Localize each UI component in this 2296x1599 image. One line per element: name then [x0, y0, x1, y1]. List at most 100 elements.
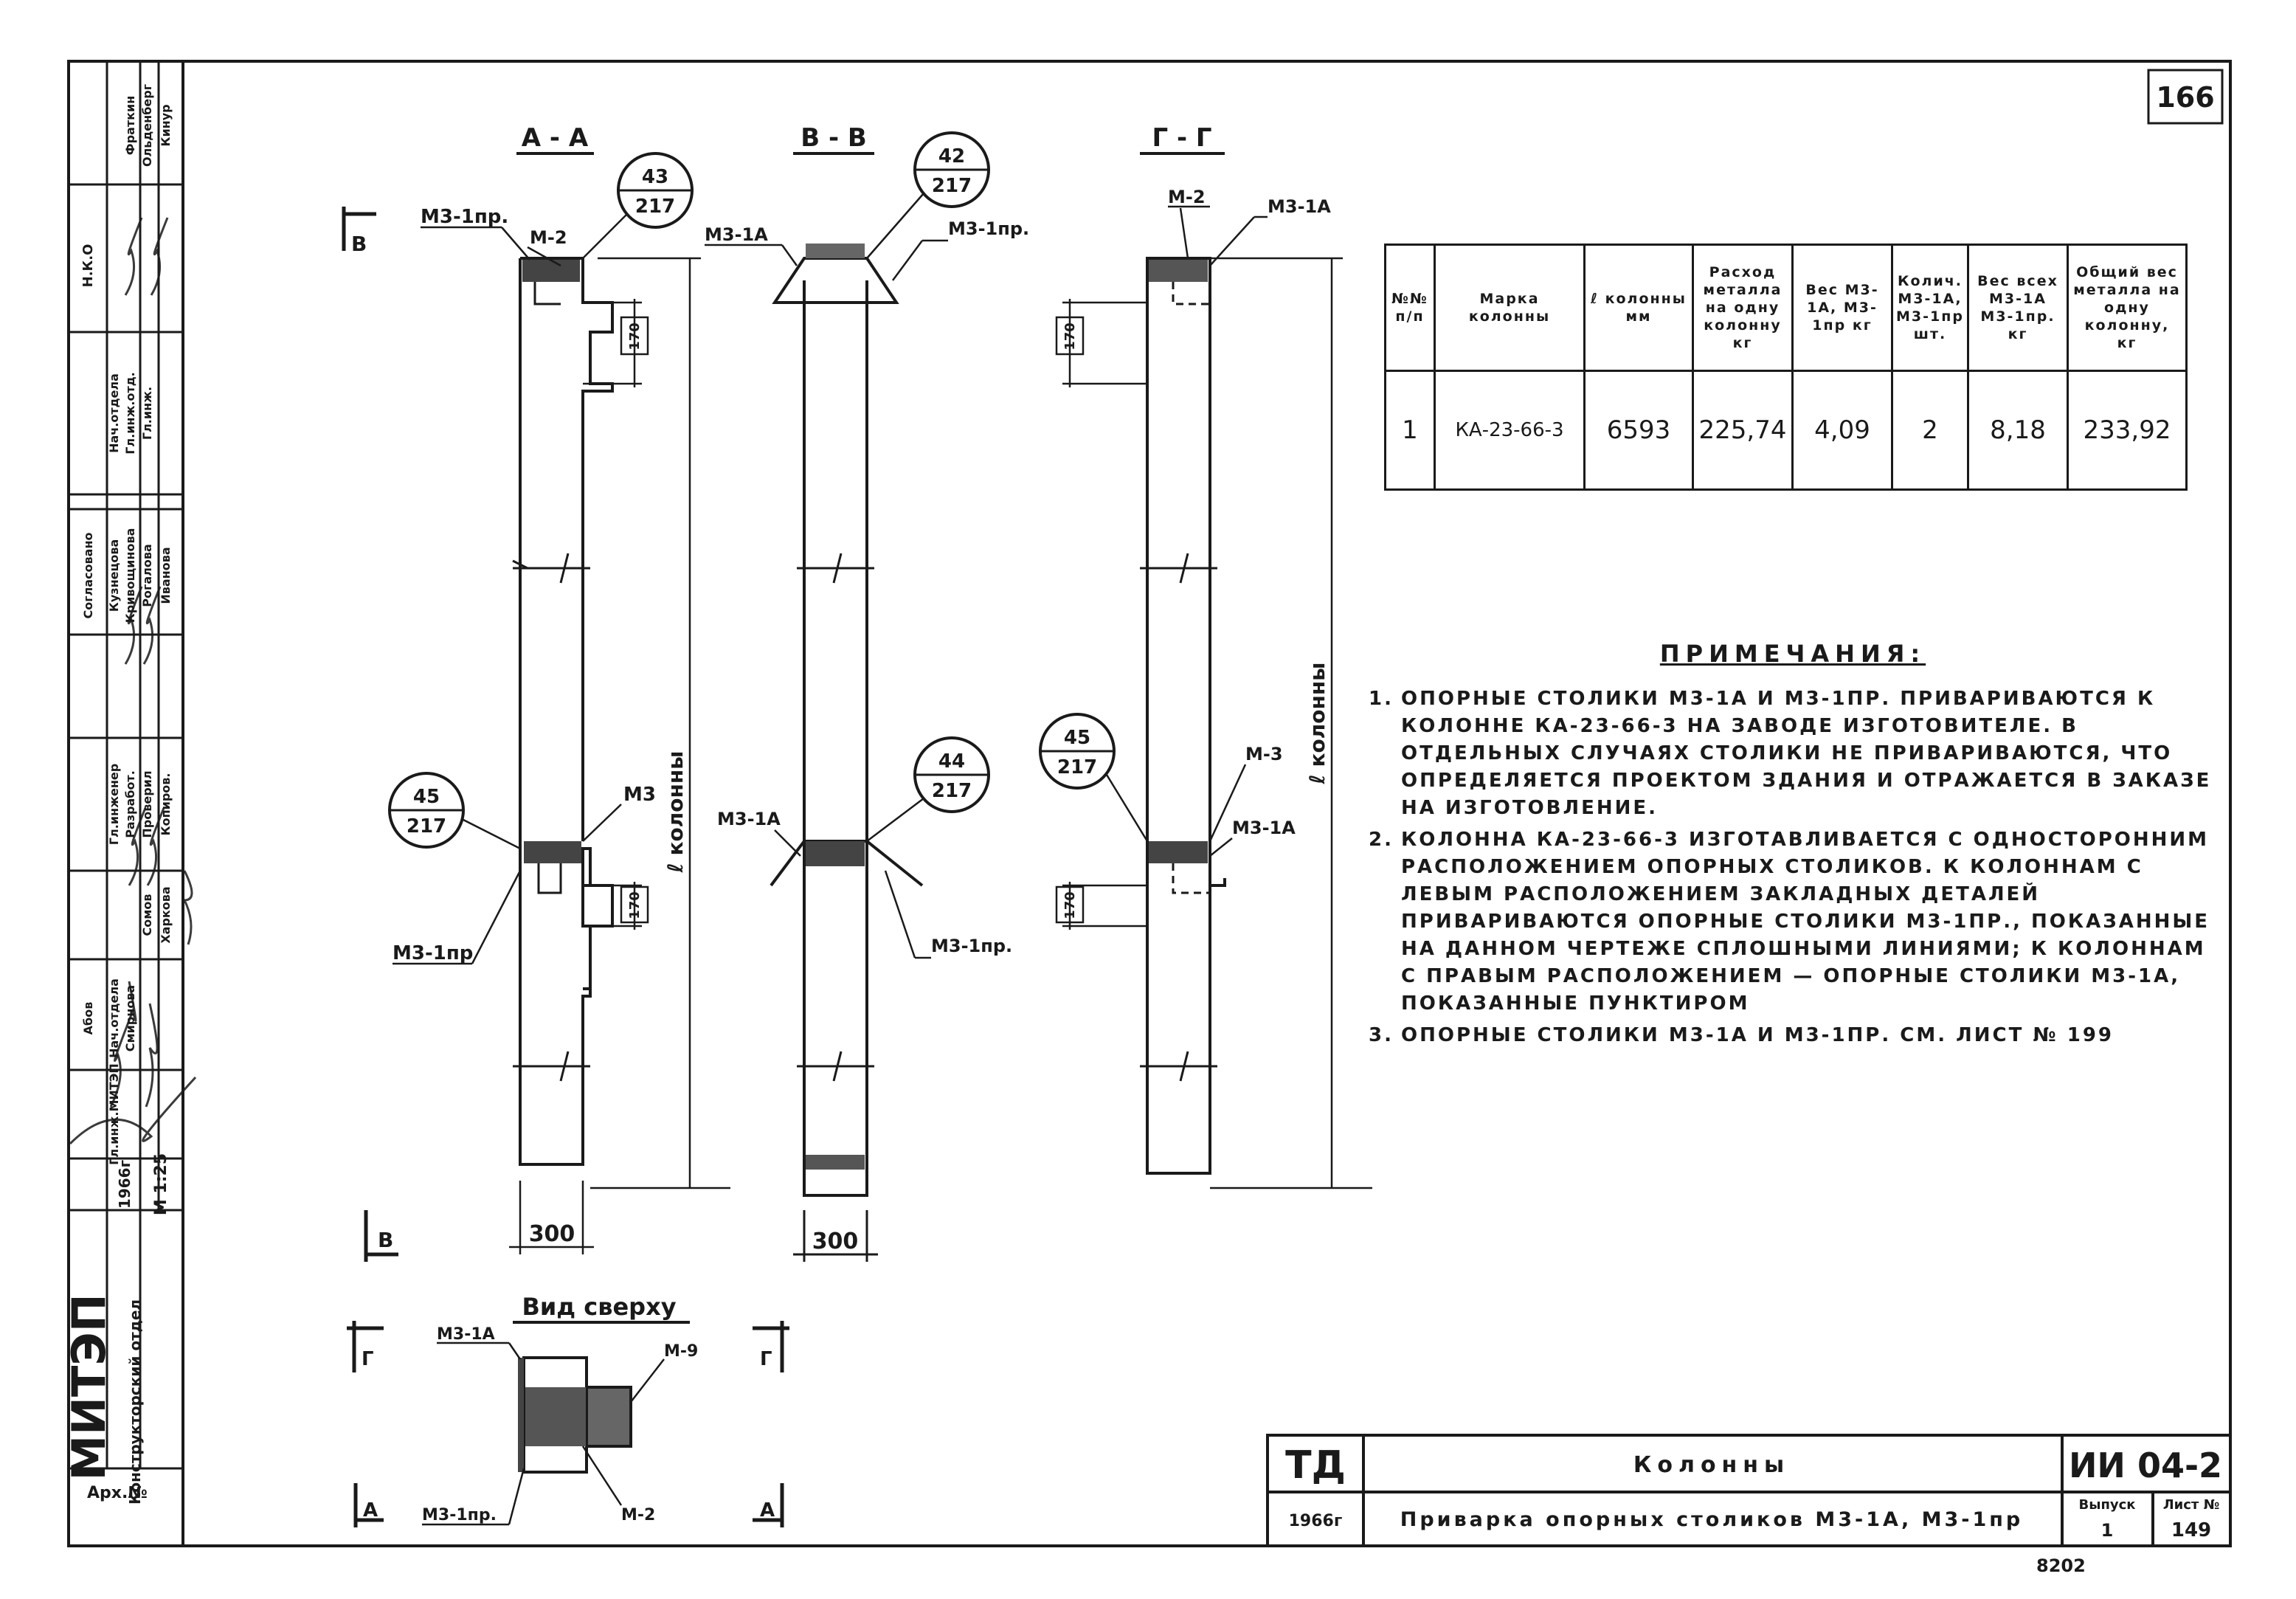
dim-l-a: ℓ колонны — [663, 751, 688, 874]
callout-45-g-num: 45 — [1064, 727, 1090, 749]
section-a-title: А - А — [522, 123, 589, 153]
stamp-roles-3: Гл.инженер — [107, 764, 121, 845]
stamp-roles-7: Нач.отдела — [107, 373, 121, 453]
tb-sheet: 149 — [2171, 1519, 2211, 1541]
stamp-roles-10: Согласовано — [81, 532, 95, 618]
callout-42: 42 217 — [866, 131, 990, 259]
tb-bottom-note: 8202 — [2036, 1555, 2086, 1576]
callout-43: 43 217 — [582, 152, 694, 259]
callout-44-num: 44 — [938, 750, 965, 773]
dim-170-a2: 170 — [627, 891, 643, 919]
section-a-a: А - А 170 170 ℓ кол — [342, 123, 730, 1262]
tb-title1: Колонны — [1633, 1452, 1790, 1478]
callout-44: 44 217 — [866, 736, 990, 842]
callout-45-a: 45 217 — [388, 772, 521, 850]
spec-cell: 4,09 — [1791, 370, 1893, 491]
dim-300-a: 300 — [529, 1221, 575, 1247]
label-a-m3-1pr-top: М3-1пр. — [421, 206, 508, 228]
note-text: Опорные столики М3-1А и М3-1пр. приварив… — [1401, 688, 2212, 819]
section-g-g: Г - Г 170 170 ℓ колонны М-2 — [1055, 123, 1372, 1189]
tb-title2: Приварка опорных столиков М3-1А, М3-1пр — [1400, 1508, 2023, 1531]
spec-cell: КА-23-66-3 — [1434, 370, 1586, 491]
stamp-roles-9: Гл.инж. — [140, 387, 154, 440]
stamp-names-11: Кинур — [159, 104, 173, 146]
stamp-scale: М 1:25 — [152, 1153, 170, 1215]
spec-th-length: ℓ колонны мм — [1583, 244, 1694, 372]
stamp-names-6: Кривощинова — [123, 528, 137, 624]
tb-code: ИИ 04-2 — [2069, 1446, 2222, 1485]
callout-42-den: 217 — [932, 175, 972, 197]
stamp-names-5: Кузнецова — [107, 539, 121, 612]
note-text: Опорные столики М3-1А и М3-1пр. см. лист… — [1401, 1024, 2115, 1046]
label-a-m3: М3 — [623, 784, 656, 806]
spec-th-total: Общий вес металла на одну колонну, кг — [2067, 244, 2188, 372]
stamp-roles-8: Гл.инж.отд. — [123, 372, 137, 455]
tb-org: ТД — [1285, 1443, 1346, 1488]
mark-a-right: А — [760, 1499, 775, 1522]
dim-l-g: ℓ колонны — [1305, 663, 1329, 785]
list-item: 1. Опорные столики М3-1А и М3-1пр. прива… — [1369, 685, 2217, 822]
stamp-roles-6: Копиров. — [159, 773, 173, 836]
note-text: Колонна КА-23-66-3 изготавливается с одн… — [1401, 829, 2210, 1015]
label-g-m3-1a-bottom: М3-1А — [1232, 818, 1296, 838]
spec-header-row: №№ п/п Марка колонны ℓ колонны мм Расход… — [1384, 244, 2188, 372]
mark-g-right: Г — [760, 1348, 772, 1370]
spec-cell: 8,18 — [1967, 370, 2069, 491]
spec-th-num: №№ п/п — [1384, 244, 1436, 372]
dim-300-b: 300 — [812, 1229, 859, 1254]
callouts: 43 217 42 217 45 217 44 217 — [388, 131, 1149, 850]
mark-v-top: В — [351, 232, 367, 256]
note-number: 2. — [1369, 829, 1394, 851]
mark-v-bottom: В — [378, 1228, 393, 1252]
dim-170-g2: 170 — [1062, 891, 1078, 919]
label-b-m3-1a-bottom: М3-1А — [717, 809, 781, 829]
stamp-col-head: Н.К.О — [80, 244, 96, 288]
notes-title: Примечания: — [1659, 640, 1926, 668]
spec-th-weight-all: Вес всех М3-1А М3-1пр. кг — [1967, 244, 2069, 372]
callout-45-a-den: 217 — [407, 815, 446, 838]
spec-cell: 225,74 — [1692, 370, 1794, 491]
page-number-box — [2147, 69, 2224, 125]
tb-year: 1966г — [1289, 1512, 1343, 1530]
top-label-m9: М-9 — [664, 1342, 698, 1361]
table-row: 1 КА-23-66-3 6593 225,74 4,09 2 8,18 233… — [1384, 370, 2188, 491]
list-item: 2. Колонна КА-23-66-3 изготавливается с … — [1369, 826, 2217, 1018]
top-label-m2: М-2 — [621, 1506, 655, 1524]
notes: Примечания: 1. Опорные столики М3-1А и М… — [1369, 640, 2217, 1054]
callout-45-g: 45 217 — [1039, 713, 1149, 842]
callout-42-num: 42 — [938, 145, 965, 168]
section-b-title: В - В — [801, 123, 867, 153]
callout-45-g-den: 217 — [1057, 756, 1097, 778]
callout-43-den: 217 — [635, 196, 675, 218]
stamp-date: 1966г — [116, 1160, 134, 1209]
spec-th-weight: Вес М3-1А, М3-1пр кг — [1791, 244, 1893, 372]
page-number: 166 — [2156, 81, 2214, 114]
top-label-m3-1a: М3-1А — [437, 1325, 495, 1344]
label-b-m3-1a-top: М3-1А — [705, 224, 768, 245]
spec-cell: 6593 — [1583, 370, 1694, 491]
callout-45-a-num: 45 — [413, 786, 440, 808]
callout-43-num: 43 — [642, 166, 668, 188]
spec-table: №№ п/п Марка колонны ℓ колонны мм Расход… — [1384, 244, 2188, 491]
dim-170-a1: 170 — [627, 322, 643, 350]
tb-issue-label: Выпуск — [2078, 1497, 2135, 1513]
label-a-m2: М-2 — [530, 227, 567, 248]
sheet-frame — [67, 60, 2232, 1547]
stamp-names-10: Ольденберг — [140, 84, 154, 167]
spec-cell: 1 — [1384, 370, 1436, 491]
label-b-m3-1pr-bottom: М3-1пр. — [931, 936, 1012, 956]
spec-th-consumption: Расход металла на одну колонну кг — [1692, 244, 1794, 372]
stamp-org: МИТЭП — [62, 1294, 116, 1480]
top-view: Вид сверху Г Г А А М3-1А М-9 М3-1пр. М-2 — [347, 1293, 789, 1527]
side-stamp: МИТЭП Конструкторский отдел 1966г М 1:25… — [62, 61, 197, 1505]
stamp-names-7: Рогалова — [140, 544, 154, 607]
note-number: 1. — [1369, 688, 1394, 710]
tb-sheet-label: Лист № — [2163, 1497, 2220, 1513]
stamp-roles-4: Разработ. — [123, 770, 137, 838]
mark-g-left: Г — [362, 1348, 374, 1370]
tb-issue: 1 — [2101, 1520, 2114, 1541]
spec-cell: 2 — [1891, 370, 1969, 491]
callout-44-den: 217 — [932, 780, 972, 802]
label-g-m3: М-3 — [1245, 744, 1283, 764]
